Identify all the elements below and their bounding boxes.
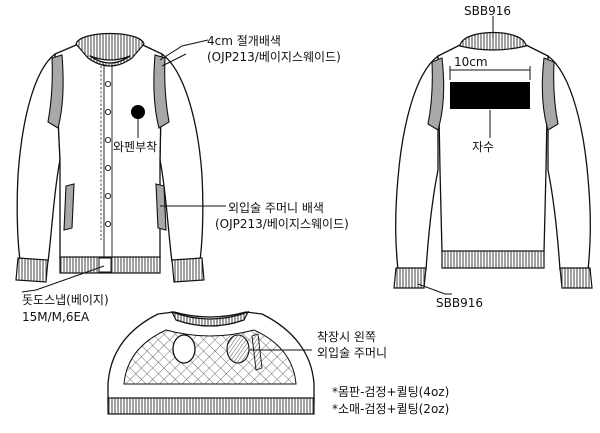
back-width-label: 10cm [454, 55, 488, 69]
snap-button [104, 164, 112, 172]
front-right-trim [153, 54, 170, 129]
embroidery-label: 자수 [472, 140, 495, 154]
inside-collar [170, 310, 250, 327]
note-sleeve: *소매-검정+퀼팅(2oz) [332, 402, 450, 416]
snap-button [104, 80, 112, 88]
snap-button [104, 192, 112, 200]
collar-trim-code: (OJP213/베이지스웨이드) [207, 50, 341, 64]
pocket-trim-label: 외입술 주머니 배색 [228, 201, 324, 215]
back-waistband [441, 250, 545, 269]
inside-left-pocket [172, 334, 196, 364]
front-right-welt-pocket [155, 183, 167, 231]
back-left-cuff [393, 267, 427, 289]
back-left-sleeve [395, 55, 439, 271]
front-left-cuff [15, 257, 49, 283]
front-left-sleeve [16, 53, 61, 263]
inside-label-strip [251, 333, 263, 371]
back-collar [459, 31, 527, 51]
front-left-trim [47, 54, 64, 129]
back-left-trim [427, 57, 445, 131]
back-view [393, 16, 593, 295]
back-right-cuff [559, 267, 593, 289]
front-right-sleeve [159, 53, 204, 263]
front-left-welt-pocket [63, 183, 75, 231]
snap-label: 돗도스냅(베이지) [22, 293, 109, 307]
embroidery-block [450, 82, 530, 109]
pocket-trim-code: (OJP213/베이지스웨이드) [215, 217, 349, 231]
snap-spec: 15M/M,6EA [22, 310, 90, 324]
inside-view [107, 310, 315, 415]
back-right-trim [541, 57, 559, 131]
snap-button [104, 108, 112, 116]
back-code-top: SBB916 [464, 4, 511, 18]
front-view [15, 32, 226, 293]
inside-right-pocket [226, 334, 250, 364]
front-right-cuff [171, 257, 205, 283]
front-neck [89, 55, 131, 64]
inner-pocket-label-2: 외입술 주머니 [317, 346, 388, 360]
patch-label: 와펜부착 [113, 140, 158, 154]
snap-button [104, 220, 112, 228]
inside-hem [107, 397, 315, 415]
collar-trim-label: 4cm 절개배색 [207, 34, 281, 48]
back-right-sleeve [547, 55, 591, 271]
inner-pocket-label-1: 착장시 왼쪽 [317, 330, 377, 344]
note-body: *몸판-검정+퀼팅(4oz) [332, 385, 450, 399]
back-code-bottom: SBB916 [436, 296, 483, 310]
patch-marker [131, 105, 145, 119]
snap-button [104, 136, 112, 144]
